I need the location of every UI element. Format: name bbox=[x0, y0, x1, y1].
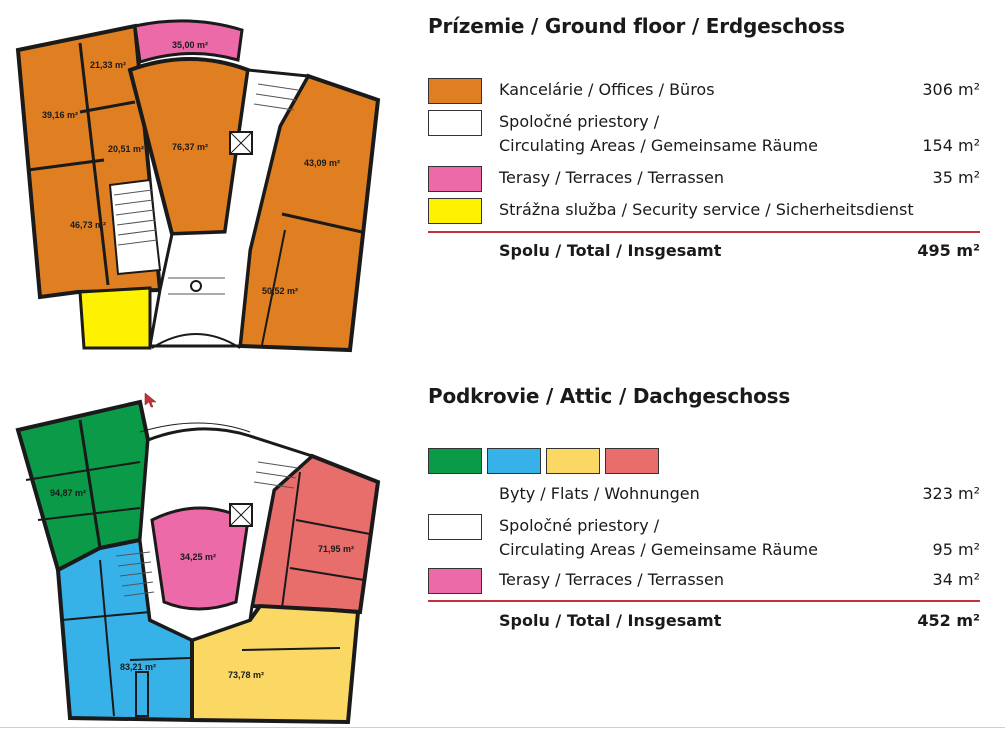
swatch-offices bbox=[428, 78, 482, 104]
room-label: 21,33 m² bbox=[90, 60, 126, 70]
security-room bbox=[78, 286, 152, 350]
legend-row-terraces: Terasy / Terraces / Terrassen 34 m² bbox=[428, 568, 980, 594]
attic-plan: 94,87 m² 34,25 m² 71,95 m² 83,21 m² 73,7… bbox=[0, 380, 405, 725]
room-label: 71,95 m² bbox=[318, 544, 354, 554]
swatch-terraces bbox=[428, 568, 482, 594]
swatch-flats-yellow bbox=[546, 448, 600, 474]
flats-swatches bbox=[428, 448, 980, 474]
room-label: 39,16 m² bbox=[42, 110, 78, 120]
ground-legend: Prízemie / Ground floor / Erdgeschoss Ka… bbox=[428, 14, 980, 274]
legend-label-line2: Circulating Areas / Gemeinsame Räume bbox=[499, 540, 818, 559]
room-label: 46,73 m² bbox=[70, 220, 106, 230]
ground-title: Prízemie / Ground floor / Erdgeschoss bbox=[428, 14, 845, 38]
legend-row-circulating: Spoločné priestory / Circulating Areas /… bbox=[428, 514, 980, 564]
room-label: 20,51 m² bbox=[108, 144, 144, 154]
total-row: Spolu / Total / Insgesamt 452 m² bbox=[428, 609, 980, 633]
total-label: Spolu / Total / Insgesamt bbox=[499, 241, 722, 260]
legend-row-offices: Kancelárie / Offices / Büros 306 m² bbox=[428, 78, 980, 104]
legend-row-terraces: Terasy / Terraces / Terrassen 35 m² bbox=[428, 166, 980, 192]
room-label: 34,25 m² bbox=[180, 552, 216, 562]
swatch-circulating bbox=[428, 110, 482, 136]
total-rule bbox=[428, 600, 980, 602]
legend-label-line1: Spoločné priestory / bbox=[499, 112, 660, 131]
terrace bbox=[133, 19, 244, 64]
total-row: Spolu / Total / Insgesamt 495 m² bbox=[428, 239, 980, 263]
room-label: 43,09 m² bbox=[304, 158, 340, 168]
legend-value: 35 m² bbox=[932, 168, 980, 187]
swatch-circulating bbox=[428, 514, 482, 540]
cursor-arrow-icon bbox=[144, 392, 157, 408]
room-label: 83,21 m² bbox=[120, 662, 156, 672]
ground-floor-plan: 35,00 m² 21,33 m² 39,16 m² 20,51 m² 76,3… bbox=[0, 0, 405, 360]
swatch-security bbox=[428, 198, 482, 224]
attic-title: Podkrovie / Attic / Dachgeschoss bbox=[428, 384, 791, 408]
legend-label: Terasy / Terraces / Terrassen bbox=[499, 168, 724, 187]
room-label: 76,37 m² bbox=[172, 142, 208, 152]
total-label: Spolu / Total / Insgesamt bbox=[499, 611, 722, 630]
legend-label: Terasy / Terraces / Terrassen bbox=[499, 570, 724, 589]
room-label: 50,52 m² bbox=[262, 286, 298, 296]
bottom-divider bbox=[0, 727, 1005, 728]
room-label: 94,87 m² bbox=[50, 488, 86, 498]
total-value: 452 m² bbox=[917, 611, 980, 630]
legend-value: 34 m² bbox=[932, 570, 980, 589]
legend-label: Strážna služba / Security service / Sich… bbox=[499, 200, 914, 219]
total-value: 495 m² bbox=[917, 241, 980, 260]
swatch-flats-red bbox=[605, 448, 659, 474]
legend-label: Byty / Flats / Wohnungen bbox=[499, 484, 700, 503]
circulating-core bbox=[148, 68, 311, 348]
room-label: 73,78 m² bbox=[228, 670, 264, 680]
legend-row-flats: Byty / Flats / Wohnungen 323 m² bbox=[428, 482, 980, 506]
legend-value: 154 m² bbox=[922, 136, 980, 155]
legend-row-security: Strážna služba / Security service / Sich… bbox=[428, 198, 980, 224]
swatch-flats-blue bbox=[487, 448, 541, 474]
legend-row-circulating: Spoločné priestory / Circulating Areas /… bbox=[428, 110, 980, 160]
legend-value: 95 m² bbox=[932, 540, 980, 559]
legend-label-line1: Spoločné priestory / bbox=[499, 516, 660, 535]
attic-legend: Podkrovie / Attic / Dachgeschoss Byty / … bbox=[428, 384, 980, 644]
legend-label-line2: Circulating Areas / Gemeinsame Räume bbox=[499, 136, 818, 155]
total-rule bbox=[428, 231, 980, 233]
swatch-terraces bbox=[428, 166, 482, 192]
room-label: 35,00 m² bbox=[172, 40, 208, 50]
legend-value: 306 m² bbox=[922, 80, 980, 99]
swatch-flats-green bbox=[428, 448, 482, 474]
legend-value: 323 m² bbox=[922, 484, 980, 503]
legend-label: Kancelárie / Offices / Büros bbox=[499, 80, 715, 99]
